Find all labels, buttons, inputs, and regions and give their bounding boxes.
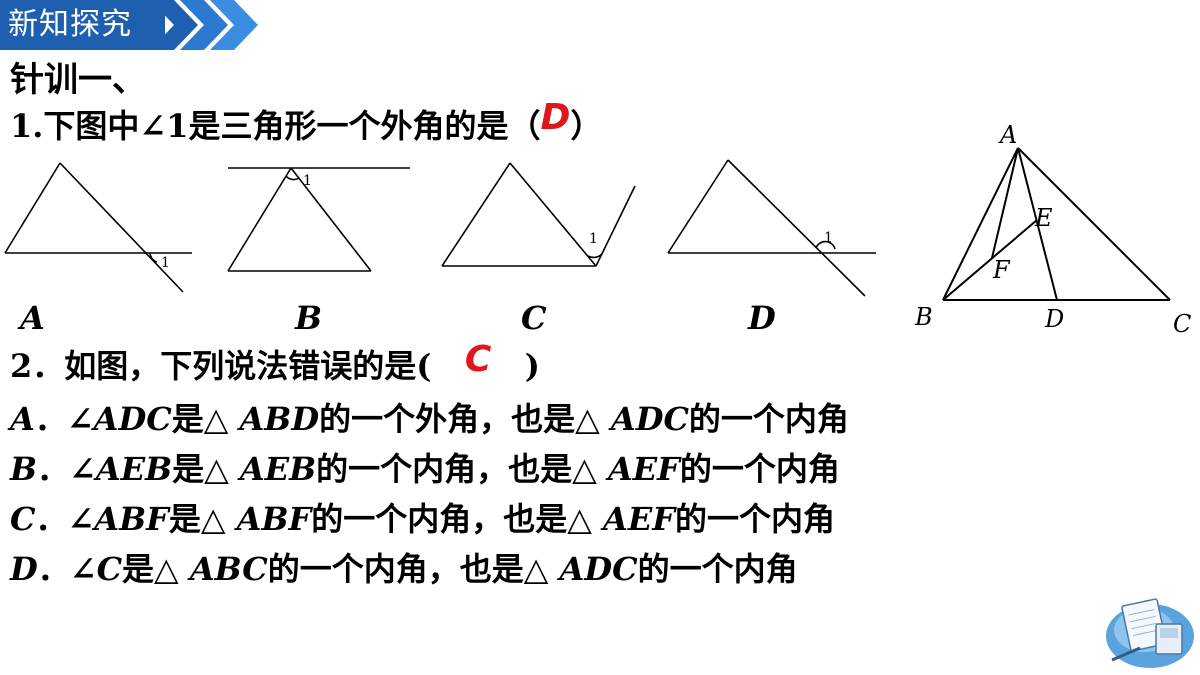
question-2: 2．如图，下列说法错误的是( C ) [10,339,540,388]
option-triangle: ADC [559,550,638,588]
vertex-label-d: D [1044,305,1064,333]
option-triangle: AEB [239,450,317,488]
option-letter: B [10,450,38,488]
option-text: 的一个内角 [679,450,840,488]
option-text: 是△ [122,550,190,588]
option-sep: ． [34,400,67,438]
figure-option-d [667,159,876,297]
option-sep: ． [35,500,68,538]
vertex-label-a: A [998,121,1017,149]
section-heading: 针训一、 [10,60,146,100]
option-sep: ． [37,450,70,488]
question-2-close: ) [524,347,540,385]
question-1-close: ） [570,107,603,145]
chevron-arrows-icon [150,0,258,50]
figure-option-a [4,162,192,293]
question-1-figures: 1 1 1 1 A B C D [4,159,876,337]
option-angle: ∠ABF [67,500,169,538]
option-angle: ∠C [69,550,123,588]
vertex-label-e: E [1034,204,1053,232]
question-2-option-a: A．∠ADC是△ ABD的一个外角，也是△ ADC的一个内角 [10,397,849,441]
option-triangle: ABC [189,550,268,588]
option-triangle: AEF [603,500,675,538]
option-label-b: B [294,299,322,337]
option-text: 的一个外角，也是△ [319,400,611,438]
question-2-option-d: D．∠C是△ ABC的一个内角，也是△ ADC的一个内角 [10,547,798,591]
banner-title: 新知探究 [8,7,132,42]
option-triangle: ADC [610,400,689,438]
option-text: 的一个内角 [637,550,798,588]
notebook-clipart-icon [1106,598,1194,668]
option-text: 的一个内角，也是△ [311,500,604,538]
angle-label-d: 1 [824,230,833,246]
option-angle: ∠ADC [66,400,172,438]
vertex-label-b: B [914,303,933,331]
option-text: 的一个内角 [674,500,835,538]
vertex-label-f: F [992,256,1011,284]
option-text: 的一个内角，也是△ [267,550,560,588]
section-banner: 新知探究 [0,0,165,50]
option-label-c: C [521,299,547,337]
figure-option-b [227,167,410,272]
question-2-answer: C [464,339,492,380]
option-triangle: ABF [236,500,312,538]
option-text: 是△ [171,400,240,438]
option-angle: ∠AEB [69,450,173,488]
question-2-option-c: C．∠ABF是△ ABF的一个内角，也是△ AEF的一个内角 [10,497,835,541]
option-letter: A [10,400,35,438]
angle-label-c: 1 [589,231,598,247]
question-1-text: 1.下图中∠1是三角形一个外角的是（ [10,107,541,145]
question-2-text: 2．如图，下列说法错误的是( [10,347,432,385]
option-letter: C [10,500,36,538]
question-1-answer: D [540,97,571,138]
option-label-d: D [747,299,776,337]
angle-label-a: 1 [161,255,170,271]
option-label-a: A [17,299,45,337]
option-text: 是△ [172,450,240,488]
option-letter: D [10,550,38,588]
option-text: 的一个内角 [688,400,849,438]
option-triangle: ABD [239,400,320,438]
option-text: 的一个内角，也是△ [316,450,608,488]
angle-label-b: 1 [303,173,312,189]
figure-option-c [441,162,636,267]
vertex-label-c: C [1173,310,1191,338]
option-sep: ． [37,550,70,588]
option-triangle: AEF [607,450,680,488]
option-text: 是△ [168,500,237,538]
question-2-option-b: B．∠AEB是△ AEB的一个内角，也是△ AEF的一个内角 [10,447,840,491]
triangle-abc-figure: A B C D E F [914,121,1191,338]
question-1: 1.下图中∠1是三角形一个外角的是（D） [10,97,603,148]
